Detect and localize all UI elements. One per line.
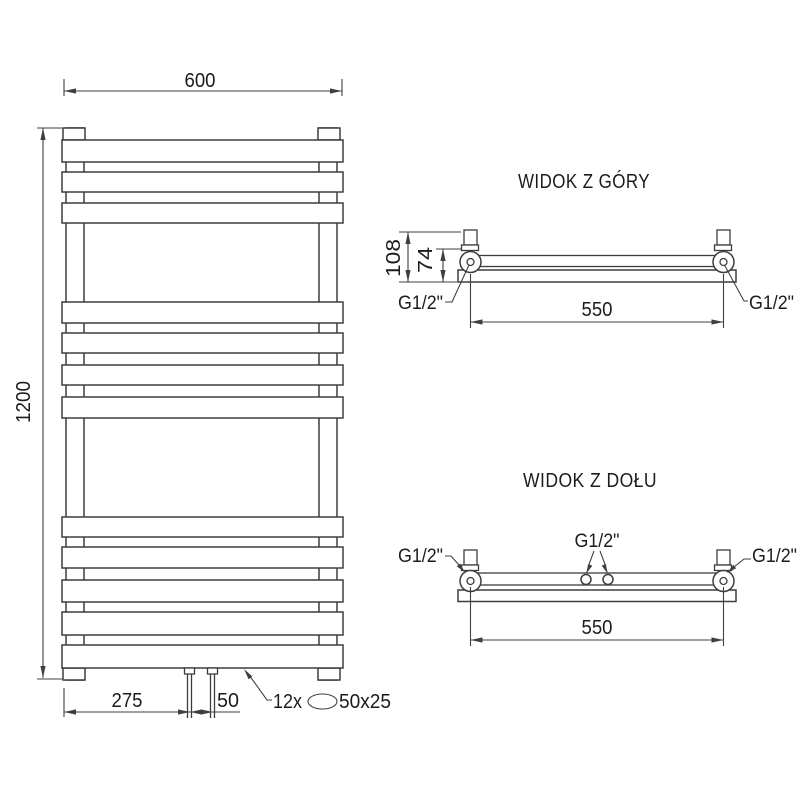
dimension-width-600: 600 <box>63 70 343 96</box>
left-bottom-tab <box>62 667 86 681</box>
right-top-tab <box>317 127 341 141</box>
left-bracket-flange <box>460 564 480 572</box>
bottom-view-title: WIDOK Z DOŁU <box>523 470 657 492</box>
radiator-bar <box>61 579 344 603</box>
radiator-bar <box>61 332 344 354</box>
collector-span-bar <box>477 572 717 586</box>
right-wall-bracket <box>716 549 731 566</box>
bottom-view: WIDOK Z DOŁU G1/2" G1/2" G1/2 <box>398 470 797 646</box>
radiator-bar <box>61 396 344 419</box>
dimension-depth-74: 74 <box>415 247 462 282</box>
thread-label-right: G1/2" <box>752 546 797 567</box>
radiator-bar <box>61 644 344 669</box>
tube-size-label: 50x25 <box>339 691 391 713</box>
dimension-pipe-positions: 275 50 <box>63 688 240 717</box>
right-valve-bore <box>719 576 728 586</box>
radiator-bar <box>61 171 344 193</box>
pipe-flange <box>183 667 196 675</box>
dim-bottom-spacing-label: 550 <box>582 617 613 639</box>
dim-top-spacing-label: 550 <box>582 299 613 321</box>
center-connection-right <box>602 573 614 586</box>
pipe-flange <box>206 667 219 675</box>
left-top-tab <box>62 127 86 141</box>
radiator-bar <box>61 611 344 636</box>
dim-width-label: 600 <box>185 70 216 92</box>
dimension-top-550: 550 <box>469 274 725 328</box>
right-bracket-flange <box>713 244 733 252</box>
dim-pipe-spacing-label: 50 <box>217 690 239 712</box>
flat-panel-bar-bottom <box>457 589 737 603</box>
thread-label-center: G1/2" <box>575 531 620 552</box>
front-view: 600 1200 275 50 12x 50x2 <box>13 70 391 718</box>
left-wall-bracket <box>463 229 478 246</box>
dim-depth-axis-label: 74 <box>415 247 437 273</box>
thread-label-left: G1/2" <box>398 293 443 314</box>
left-wall-bracket <box>463 549 478 566</box>
thread-label-right: G1/2" <box>749 293 794 314</box>
radiator-bar <box>61 546 344 569</box>
tube-profile-note: 12x 50x25 <box>244 669 391 713</box>
right-bottom-tab <box>317 667 341 681</box>
top-view-title: WIDOK Z GÓRY <box>518 170 650 193</box>
radiator-bar <box>61 364 344 386</box>
radiator-bar <box>61 139 344 163</box>
right-bracket-flange <box>713 564 733 572</box>
flat-panel-bar-top <box>457 269 737 283</box>
dim-depth-total-label: 108 <box>383 239 405 277</box>
dim-height-label: 1200 <box>13 381 35 423</box>
radiator-bar <box>61 516 344 538</box>
oval-profile-icon <box>307 693 338 710</box>
right-valve-bore <box>719 257 728 267</box>
dimension-depth-108: 108 <box>383 231 461 283</box>
dim-pipe-offset-label: 275 <box>112 690 143 712</box>
thread-label-left: G1/2" <box>398 546 443 567</box>
center-connection-left <box>580 573 592 586</box>
tube-count-label: 12x <box>273 691 302 713</box>
bottom-view-thread-labels: G1/2" G1/2" G1/2" <box>398 531 797 574</box>
dimension-height-1200: 1200 <box>13 127 62 680</box>
dimension-bottom-550: 550 <box>469 587 725 646</box>
top-view: WIDOK Z GÓRY 108 74 <box>383 170 794 328</box>
left-bracket-flange <box>460 244 480 252</box>
right-wall-bracket <box>716 229 731 246</box>
radiator-bar <box>61 202 344 224</box>
top-view-thread-labels: G1/2" G1/2" <box>398 264 794 314</box>
bottom-connection-pipes <box>183 667 219 718</box>
collector-span-bar <box>477 254 717 268</box>
left-valve-bore <box>466 576 475 586</box>
left-valve-bore <box>466 257 475 267</box>
radiator-bar <box>61 301 344 324</box>
